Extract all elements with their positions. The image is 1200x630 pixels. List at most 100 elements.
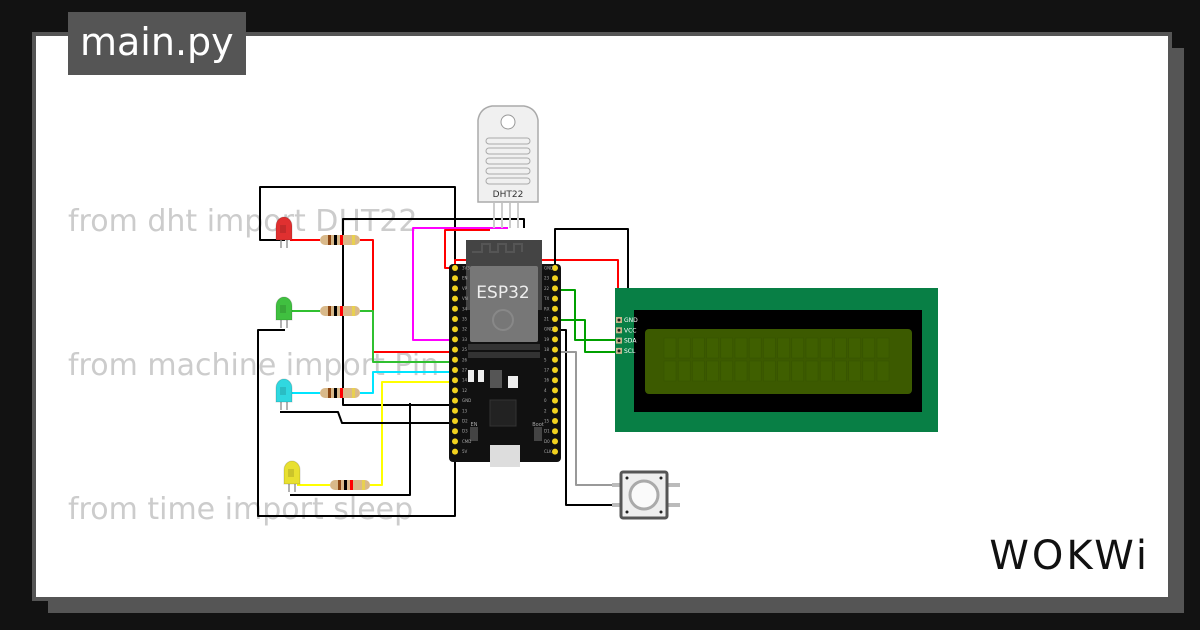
esp32-pin-label: 17 bbox=[544, 368, 550, 373]
led-cyan[interactable] bbox=[275, 378, 293, 410]
esp32-pin-22[interactable] bbox=[552, 285, 558, 292]
chip bbox=[489, 399, 517, 427]
lcd-char-cell bbox=[748, 337, 762, 359]
esp32-pin-label: VN bbox=[462, 296, 468, 301]
lcd-char-cell bbox=[848, 337, 861, 359]
lcd-char-cell bbox=[876, 337, 890, 359]
esp32-pin-label: 3V3 bbox=[462, 266, 470, 271]
esp32-pin-label: 18 bbox=[544, 347, 550, 352]
esp32-pin-label: 21 bbox=[544, 317, 550, 322]
esp32-pin-d1[interactable] bbox=[552, 428, 558, 435]
lcd-char-cell bbox=[748, 360, 762, 382]
lcd-char-cell bbox=[876, 360, 890, 382]
lcd-char-cell bbox=[819, 337, 833, 359]
resistor[interactable] bbox=[320, 306, 360, 316]
resistor[interactable] bbox=[320, 388, 360, 398]
lcd-char-cell bbox=[692, 337, 705, 359]
esp32-pin-label: 0 bbox=[544, 398, 547, 403]
esp32-pin-label: D1 bbox=[544, 429, 550, 434]
resistor[interactable] bbox=[320, 235, 360, 245]
esp32-pin-4[interactable] bbox=[552, 387, 558, 394]
esp32-pin-14[interactable] bbox=[452, 377, 458, 384]
esp32-pin-21[interactable] bbox=[552, 316, 558, 322]
wire-green-sda bbox=[555, 289, 618, 341]
esp32-pin-vn[interactable] bbox=[452, 295, 458, 302]
wire-black-green-led-gnd bbox=[257, 329, 456, 517]
esp32-pin-label: 4 bbox=[544, 388, 547, 393]
esp32-board[interactable]: ESP32 EN Boot 3V3ENVPVN34353233252627141… bbox=[449, 240, 561, 467]
wire-yellow-led bbox=[297, 381, 455, 486]
lcd-char-cell bbox=[763, 337, 776, 359]
esp32-pin-16[interactable] bbox=[552, 377, 558, 384]
esp32-pin-gnd[interactable] bbox=[552, 326, 558, 333]
esp32-pin-32[interactable] bbox=[452, 326, 458, 333]
esp32-pin-19[interactable] bbox=[552, 336, 558, 343]
esp32-pin-gnd[interactable] bbox=[452, 397, 458, 404]
led-green[interactable] bbox=[275, 296, 293, 328]
esp32-pin-label: VP bbox=[462, 286, 468, 291]
wire-black-dht-gnd bbox=[342, 218, 525, 406]
esp32-pin-33[interactable] bbox=[452, 336, 458, 343]
wire-green-led bbox=[290, 310, 455, 363]
led-yellow[interactable] bbox=[283, 460, 301, 492]
lcd-pin-label: VCC bbox=[624, 327, 636, 334]
esp32-pin-17[interactable] bbox=[552, 367, 558, 373]
esp32-pin-en[interactable] bbox=[452, 275, 458, 282]
wire-black-cyan-led-gnd bbox=[280, 411, 455, 424]
esp32-pin-tx[interactable] bbox=[552, 295, 558, 302]
boot-button[interactable] bbox=[534, 427, 542, 441]
esp32-pin-3v3[interactable] bbox=[452, 265, 458, 271]
resistor[interactable] bbox=[330, 480, 370, 490]
lcd-pin-label: GND bbox=[624, 317, 638, 324]
esp32-pin-15[interactable] bbox=[552, 418, 558, 424]
esp32-pin-23[interactable] bbox=[552, 275, 558, 282]
lcd-char-cell bbox=[862, 337, 876, 359]
esp32-pin-0[interactable] bbox=[552, 397, 558, 404]
esp32-pin-label: TX bbox=[543, 296, 549, 301]
esp32-pin-26[interactable] bbox=[452, 356, 458, 363]
esp32-pin-clk[interactable] bbox=[552, 448, 558, 455]
esp32-pin-label: 12 bbox=[462, 388, 468, 393]
esp32-pin-label: RX bbox=[544, 306, 550, 311]
led-red[interactable] bbox=[275, 216, 293, 248]
esp32-pin-cmd[interactable] bbox=[452, 438, 458, 445]
esp32-pin-d2[interactable] bbox=[452, 418, 458, 424]
esp32-pin-rx[interactable] bbox=[552, 305, 558, 312]
esp32-pin-13[interactable] bbox=[452, 407, 458, 414]
esp32-pin-27[interactable] bbox=[452, 367, 458, 373]
esp32-pin-gnd[interactable] bbox=[552, 265, 558, 271]
esp32-pin-vp[interactable] bbox=[452, 285, 458, 292]
esp32-pin-25[interactable] bbox=[452, 346, 458, 353]
esp32-pin-2[interactable] bbox=[552, 407, 558, 414]
lcd-char-cell bbox=[706, 360, 719, 382]
esp32-pin-5[interactable] bbox=[552, 356, 558, 363]
esp32-pin-18[interactable] bbox=[552, 346, 558, 353]
esp32-pin-12[interactable] bbox=[452, 387, 458, 394]
file-tab-main-py[interactable]: main.py bbox=[68, 12, 246, 75]
esp32-pin-label: 5V bbox=[462, 449, 468, 454]
esp32-pin-34[interactable] bbox=[452, 305, 458, 312]
esp32-pin-d3[interactable] bbox=[452, 428, 458, 435]
esp32-pin-label: 32 bbox=[462, 327, 468, 332]
esp32-pin-label: GND bbox=[544, 266, 553, 271]
esp32-pin-d0[interactable] bbox=[552, 438, 558, 445]
lcd-char-cell bbox=[663, 337, 677, 359]
project-preview-card: from dht import DHT22 from machine impor… bbox=[32, 32, 1172, 601]
esp32-pin-35[interactable] bbox=[452, 316, 458, 322]
lcd-char-cell bbox=[734, 360, 748, 382]
en-button[interactable] bbox=[470, 427, 478, 441]
pushbutton[interactable] bbox=[612, 470, 680, 520]
esp32-pin-label: 26 bbox=[462, 357, 468, 362]
lcd-pin-label: SDA bbox=[624, 338, 637, 345]
lcd-char-cell bbox=[763, 360, 776, 382]
lcd-char-cell bbox=[734, 337, 748, 359]
lcd-char-cell bbox=[677, 337, 691, 359]
lcd-char-cell bbox=[663, 360, 677, 382]
esp32-pin-label: 13 bbox=[462, 408, 468, 413]
esp32-pin-5v[interactable] bbox=[452, 448, 458, 455]
esp32-pin-label: 5 bbox=[544, 357, 547, 362]
wire-green-scl bbox=[555, 319, 618, 353]
code-line: from time import sleep bbox=[68, 492, 414, 527]
dht22-sensor[interactable]: DHT22 bbox=[477, 105, 539, 228]
